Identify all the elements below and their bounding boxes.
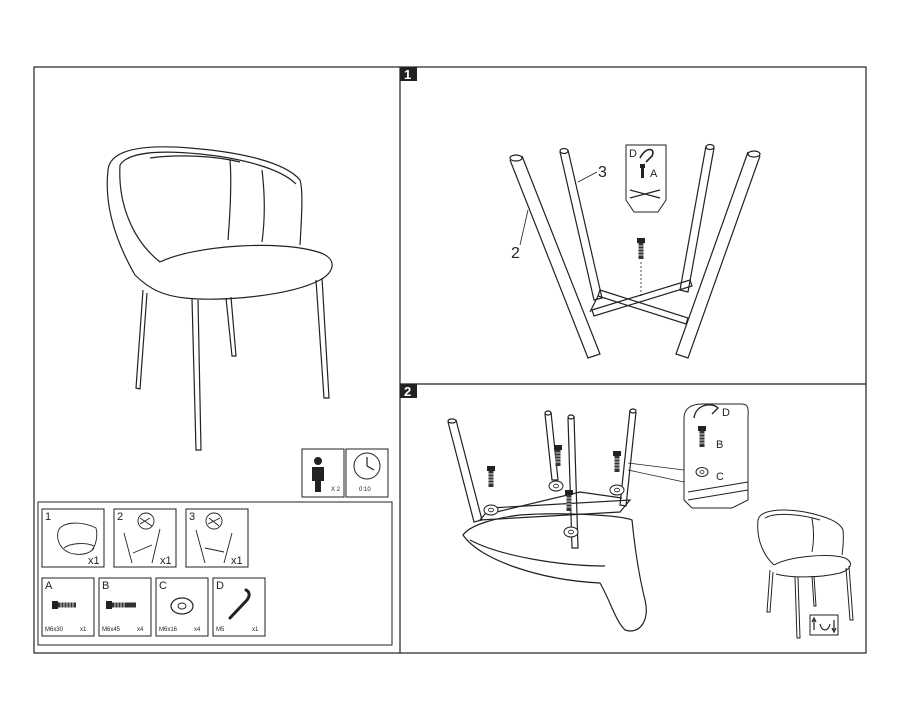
people-count: X 2: [331, 487, 341, 493]
people-required-box: X 2: [301, 448, 345, 498]
bolt-b-icon: [486, 465, 496, 488]
part-id: 2: [117, 511, 123, 523]
detail-label-c: C: [716, 471, 724, 483]
part-qty: x1: [88, 555, 100, 567]
hardware-a-card: A M6x30 x1: [41, 577, 95, 637]
leg-frame-icon: [123, 512, 161, 564]
hardware-size: M6x45: [102, 627, 121, 633]
leg-callout-2: 2: [511, 245, 520, 262]
part-id: 1: [45, 511, 51, 523]
part-qty: x1: [160, 555, 172, 567]
small-finished-chair: [757, 509, 854, 639]
bolt-short-icon: [51, 600, 77, 610]
step-1-badge: 1: [400, 67, 417, 82]
step-1-detail-box: D A: [625, 144, 667, 213]
hardware-b-card: B M6x45 x4: [98, 577, 152, 637]
hardware-id: A: [45, 580, 53, 592]
rotate-arrow-icon: [693, 404, 719, 419]
svg-text:2: 2: [404, 384, 411, 399]
allen-key-icon: [228, 588, 251, 620]
hardware-id: B: [102, 580, 109, 592]
part-leg-frame-b-card: 3 x1: [185, 508, 249, 568]
hardware-qty: x4: [194, 627, 201, 633]
hardware-id: C: [159, 580, 167, 592]
part-seat-card: 1 x1: [41, 508, 105, 568]
assembly-time: 0:10: [359, 487, 371, 493]
assembly-time-box: 0:10: [345, 448, 389, 498]
washer-icon: [548, 480, 564, 492]
washer-icon: [483, 504, 499, 516]
bolt-b-icon: [612, 450, 622, 473]
detail-label-b: B: [716, 439, 723, 451]
bolt-long-icon: [105, 600, 136, 610]
hardware-qty: x1: [80, 627, 87, 633]
detail-label-d: D: [722, 407, 730, 419]
hardware-qty: x1: [252, 627, 259, 633]
washer-icon: [563, 526, 579, 538]
washer-icon: [170, 597, 194, 615]
svg-text:1: 1: [404, 67, 411, 82]
upside-down-chair-illustration: [447, 408, 647, 632]
step-2-badge: 2: [400, 384, 417, 399]
detail-label-d: D: [629, 148, 637, 160]
hardware-size: M6x30: [45, 627, 64, 633]
hardware-size: M5: [216, 627, 225, 633]
washer-icon: [609, 484, 625, 496]
bolt-b-icon: [564, 489, 574, 512]
part-id: 3: [189, 511, 195, 523]
flip-upright-icon: [809, 614, 839, 636]
parts-list-box: [37, 501, 393, 646]
part-qty: x1: [231, 555, 243, 567]
leg-frame-icon: [195, 512, 233, 564]
seat-shell-icon: [57, 522, 98, 555]
part-leg-frame-a-card: 2 x1: [113, 508, 177, 568]
finished-chair-illustration: [106, 146, 333, 451]
leg-callout-3: 3: [598, 164, 607, 181]
clock-icon: [353, 452, 381, 480]
hardware-d-card: D M5 x1: [212, 577, 266, 637]
detail-label-a: A: [650, 168, 658, 180]
hardware-c-card: C M6x16 x4: [155, 577, 209, 637]
hardware-size: M6x16: [159, 627, 178, 633]
sheet-border: [33, 66, 867, 654]
leg-frame-illustration: [509, 143, 761, 359]
rotate-arrow-icon: [639, 148, 654, 163]
step-2-detail-box: D B C: [683, 403, 749, 509]
hardware-qty: x4: [137, 627, 144, 633]
hardware-id: D: [216, 580, 224, 592]
person-icon: [314, 457, 322, 465]
bolt-a-icon: [636, 237, 646, 260]
